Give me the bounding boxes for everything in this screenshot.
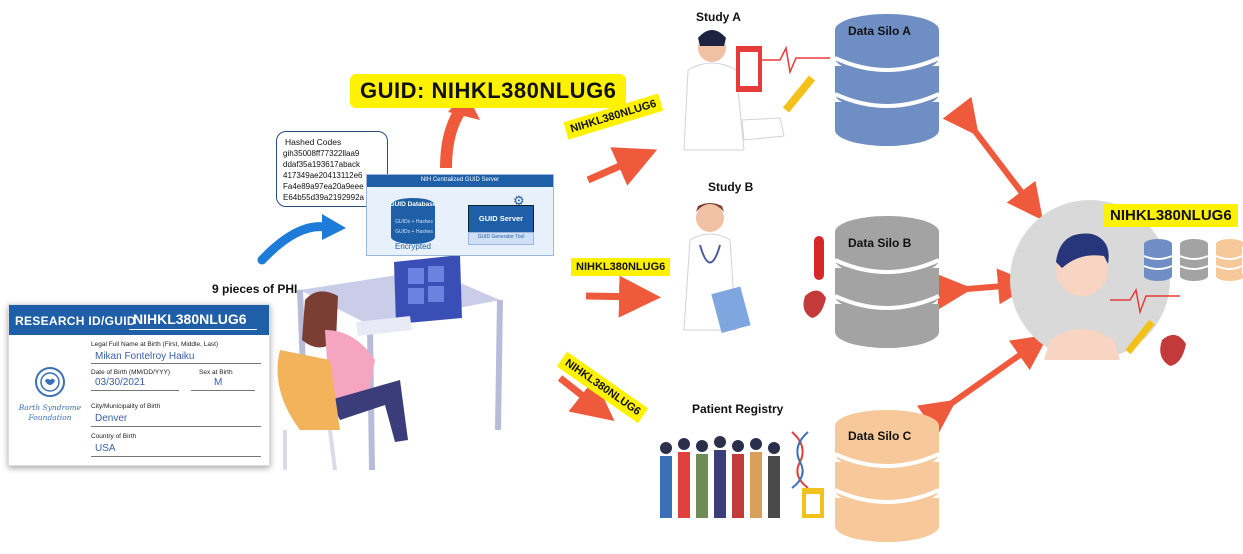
data-silo-c-label: Data Silo C <box>848 429 912 443</box>
hashed-code: Fa4e89a97ea20a9eee <box>283 182 364 191</box>
patient-illustration <box>1010 200 1186 366</box>
foundation-name-line2: Foundation <box>28 413 72 422</box>
data-silo-a-label: Data Silo A <box>848 24 911 38</box>
workstation-illustration <box>277 255 503 471</box>
database-row: GUIDs + Hashes <box>395 219 433 225</box>
database-row: GUIDs + Hashes <box>395 229 433 235</box>
city-label: City/Municipality of Birth <box>91 403 161 410</box>
encrypted-label: Encrypted <box>394 242 432 251</box>
server-title: NIH Centralized GUID Server <box>420 177 500 183</box>
upload-arrow <box>257 222 335 265</box>
card-guid-underline <box>129 329 257 330</box>
guid-server-label: GUID Server <box>478 214 524 223</box>
card-header-title: RESEARCH ID/GUID <box>15 314 136 328</box>
arrow-to-study-a <box>586 147 658 186</box>
name-underline <box>91 363 261 364</box>
dob-underline <box>91 390 179 391</box>
guid-database-icon <box>391 198 435 244</box>
arrow-silo-b-patient <box>935 268 1034 310</box>
sex-value: M <box>214 377 223 388</box>
phi-label: 9 pieces of PHI <box>212 282 298 296</box>
foundation-name-line1: Barth Syndrome <box>18 403 82 412</box>
data-silo-b-label: Data Silo B <box>848 236 912 250</box>
hashed-code: gih35008ff77322llaa9 <box>283 149 360 158</box>
dob-value: 03/30/2021 <box>95 377 146 388</box>
country-underline <box>91 456 261 457</box>
patient-guid-label: NIHKL380NLUG6 <box>1104 204 1238 227</box>
patient-crowd-illustration <box>655 431 824 520</box>
arrow-to-registry <box>557 375 615 422</box>
hashed-code: E64b55d39a2192992a <box>283 193 364 202</box>
country-label: Country of Birth <box>91 433 137 440</box>
study-b-label: Study B <box>708 180 754 194</box>
dob-label: Date of Birth (MM/DD/YYY) <box>91 369 171 376</box>
guid-generator-tool: GUID Generator Tool <box>468 232 534 245</box>
study-a-doctor-illustration <box>683 30 830 151</box>
patient-registry-label: Patient Registry <box>692 402 784 416</box>
card-guid: NIHKL380NLUG6 <box>133 311 247 327</box>
research-id-card: RESEARCH ID/GUID NIHKL380NLUG6 Barth Syn… <box>8 304 270 466</box>
hashed-code: ddaf35a193617aback <box>283 160 360 169</box>
guid-banner: GUID: NIHKL380NLUG6 <box>350 74 627 108</box>
return-guid-arrow <box>440 104 467 169</box>
hashed-codes-box: Hashed Codes gih35008ff77322llaa9 ddaf35… <box>276 131 388 207</box>
guid-server-box: GUID Server <box>468 205 534 233</box>
arrow-silo-c-patient <box>916 334 1049 436</box>
guid-tag-study-b: NIHKL380NLUG6 <box>571 258 671 276</box>
foundation-logo-icon <box>35 367 65 397</box>
hashed-codes-title: Hashed Codes <box>285 137 342 147</box>
study-a-label: Study A <box>696 10 741 24</box>
sex-label: Sex at Birth <box>199 369 233 376</box>
city-underline <box>91 426 261 427</box>
database-label: GUID Database <box>389 201 437 208</box>
sex-underline <box>191 390 255 391</box>
nih-guid-server: NIH Centralized GUID Server GUID Databas… <box>366 174 554 256</box>
name-label: Legal Full Name at Birth (First, Middle,… <box>91 341 219 348</box>
gear-icon: ⚙ <box>513 193 525 208</box>
country-value: USA <box>95 443 116 454</box>
hashed-code: 417349ae20413112e6 <box>283 171 363 180</box>
server-header <box>367 175 553 187</box>
arrow-to-study-b <box>585 275 661 318</box>
arrow-silo-a-patient <box>942 96 1043 221</box>
city-value: Denver <box>95 413 128 424</box>
guid-generator-label: GUID Generator Tool <box>477 234 525 240</box>
card-header: RESEARCH ID/GUID NIHKL380NLUG6 <box>9 305 269 335</box>
mini-silo-icons <box>1143 239 1243 281</box>
name-value: Mikan Fontelroy Haiku <box>95 351 195 362</box>
study-b-nurse-illustration <box>683 203 826 333</box>
